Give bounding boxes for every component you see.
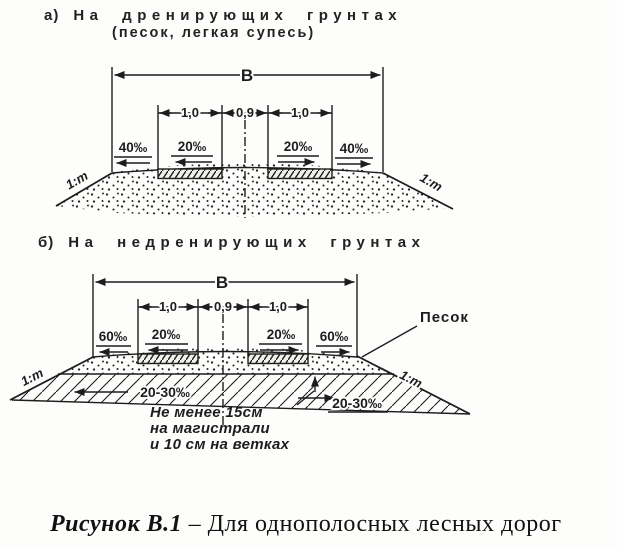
section-a-heading: а) На дренирующих грунтах xyxy=(44,7,402,24)
diagram-a-dim-left: 1,0 xyxy=(181,105,199,120)
diagram-a-side-slope-right: 1:m xyxy=(417,170,445,195)
diagram-b-dim-left: 1,0 xyxy=(159,299,177,314)
diagram-a-slope-marks xyxy=(114,155,373,168)
diagram-a-dim-center: 0,9 xyxy=(236,105,254,120)
figure-caption-label: Рисунок В.1 xyxy=(50,511,183,537)
diagram-a-slope-outer-left: 40‰ xyxy=(119,140,148,155)
diagram-b-left-slope-line xyxy=(9,356,94,401)
diagram-a-slope-outer-right: 40‰ xyxy=(340,141,369,156)
figure-caption: Рисунок В.1 – Для однополосных лесных до… xyxy=(50,511,562,538)
diagram-b-dim-right: 1,0 xyxy=(269,299,287,314)
diagram-a-lane-dimensions xyxy=(157,105,333,171)
diagram-a-slope-inner-right: 20‰ xyxy=(284,139,313,154)
diagram-a-right-slope-line xyxy=(382,172,454,210)
diagram-b-slope-inner-left: 20‰ xyxy=(152,327,181,342)
section-b-label: б) xyxy=(38,234,55,251)
diagram-b-slope-outer-left: 60‰ xyxy=(99,329,128,344)
diagram-b-sand-label: Песок xyxy=(420,309,469,326)
diagram-b-right-slope-line xyxy=(356,355,471,415)
section-a-label: а) xyxy=(44,7,60,24)
diagram-b-subgrade-slope-right: 20-30‰ xyxy=(332,395,382,411)
diagram-b-note-line1: Не менее 15см xyxy=(150,404,263,421)
diagram-a-left-rut xyxy=(157,168,223,180)
diagram-b-note-line2: на магистрали xyxy=(150,420,270,437)
diagram-a-dim-right: 1,0 xyxy=(291,105,309,120)
diagram-b-note-leader xyxy=(296,390,315,406)
diagram-b-right-rut xyxy=(247,353,309,365)
diagram-b-slope-outer-right: 60‰ xyxy=(320,329,349,344)
diagram-b-lane-dimensions xyxy=(137,299,309,356)
diagram-b-width-dimension xyxy=(92,274,358,357)
diagram-b-subgrade-bottom-line xyxy=(11,399,471,415)
figure-caption-text: – Для однополосных лесных дорог xyxy=(188,511,562,537)
diagram-b-sand-leader xyxy=(361,325,418,358)
section-a-subtitle: (песок, легкая супесь) xyxy=(112,25,316,41)
diagram-b: В 1,0 0,9 1,0 xyxy=(9,271,471,453)
diagram-b-road-surface xyxy=(92,350,358,358)
diagram-b-left-rut xyxy=(137,353,199,365)
section-b-title: На недренирующих грунтах xyxy=(68,234,426,251)
diagram-a-right-rut xyxy=(267,168,333,180)
diagram-b-dim-total: В xyxy=(216,273,228,292)
diagram-a-embankment-fill xyxy=(57,163,452,217)
diagram-a-road-surface xyxy=(111,166,384,174)
diagram-a-dim-total: В xyxy=(241,66,253,85)
diagram-b-slope-inner-right: 20‰ xyxy=(267,327,296,342)
diagram-a-slope-inner-left: 20‰ xyxy=(178,139,207,154)
section-a-title: На дренирующих грунтах xyxy=(73,7,403,24)
diagram-a-left-slope-line xyxy=(55,172,113,207)
diagram-b-dim-center: 0,9 xyxy=(214,299,232,314)
diagram-b-note-line3: и 10 см на ветках xyxy=(150,436,290,453)
diagram-b-subgrade-hatch xyxy=(12,374,470,414)
diagram-b-subgrade-slope-left: 20-30‰ xyxy=(140,384,190,400)
diagram-a: В 1,0 0,9 1,0 xyxy=(55,64,454,218)
diagram-a-width-dimension xyxy=(111,67,384,172)
section-b-heading: б) На недренирующих грунтах xyxy=(38,234,425,251)
